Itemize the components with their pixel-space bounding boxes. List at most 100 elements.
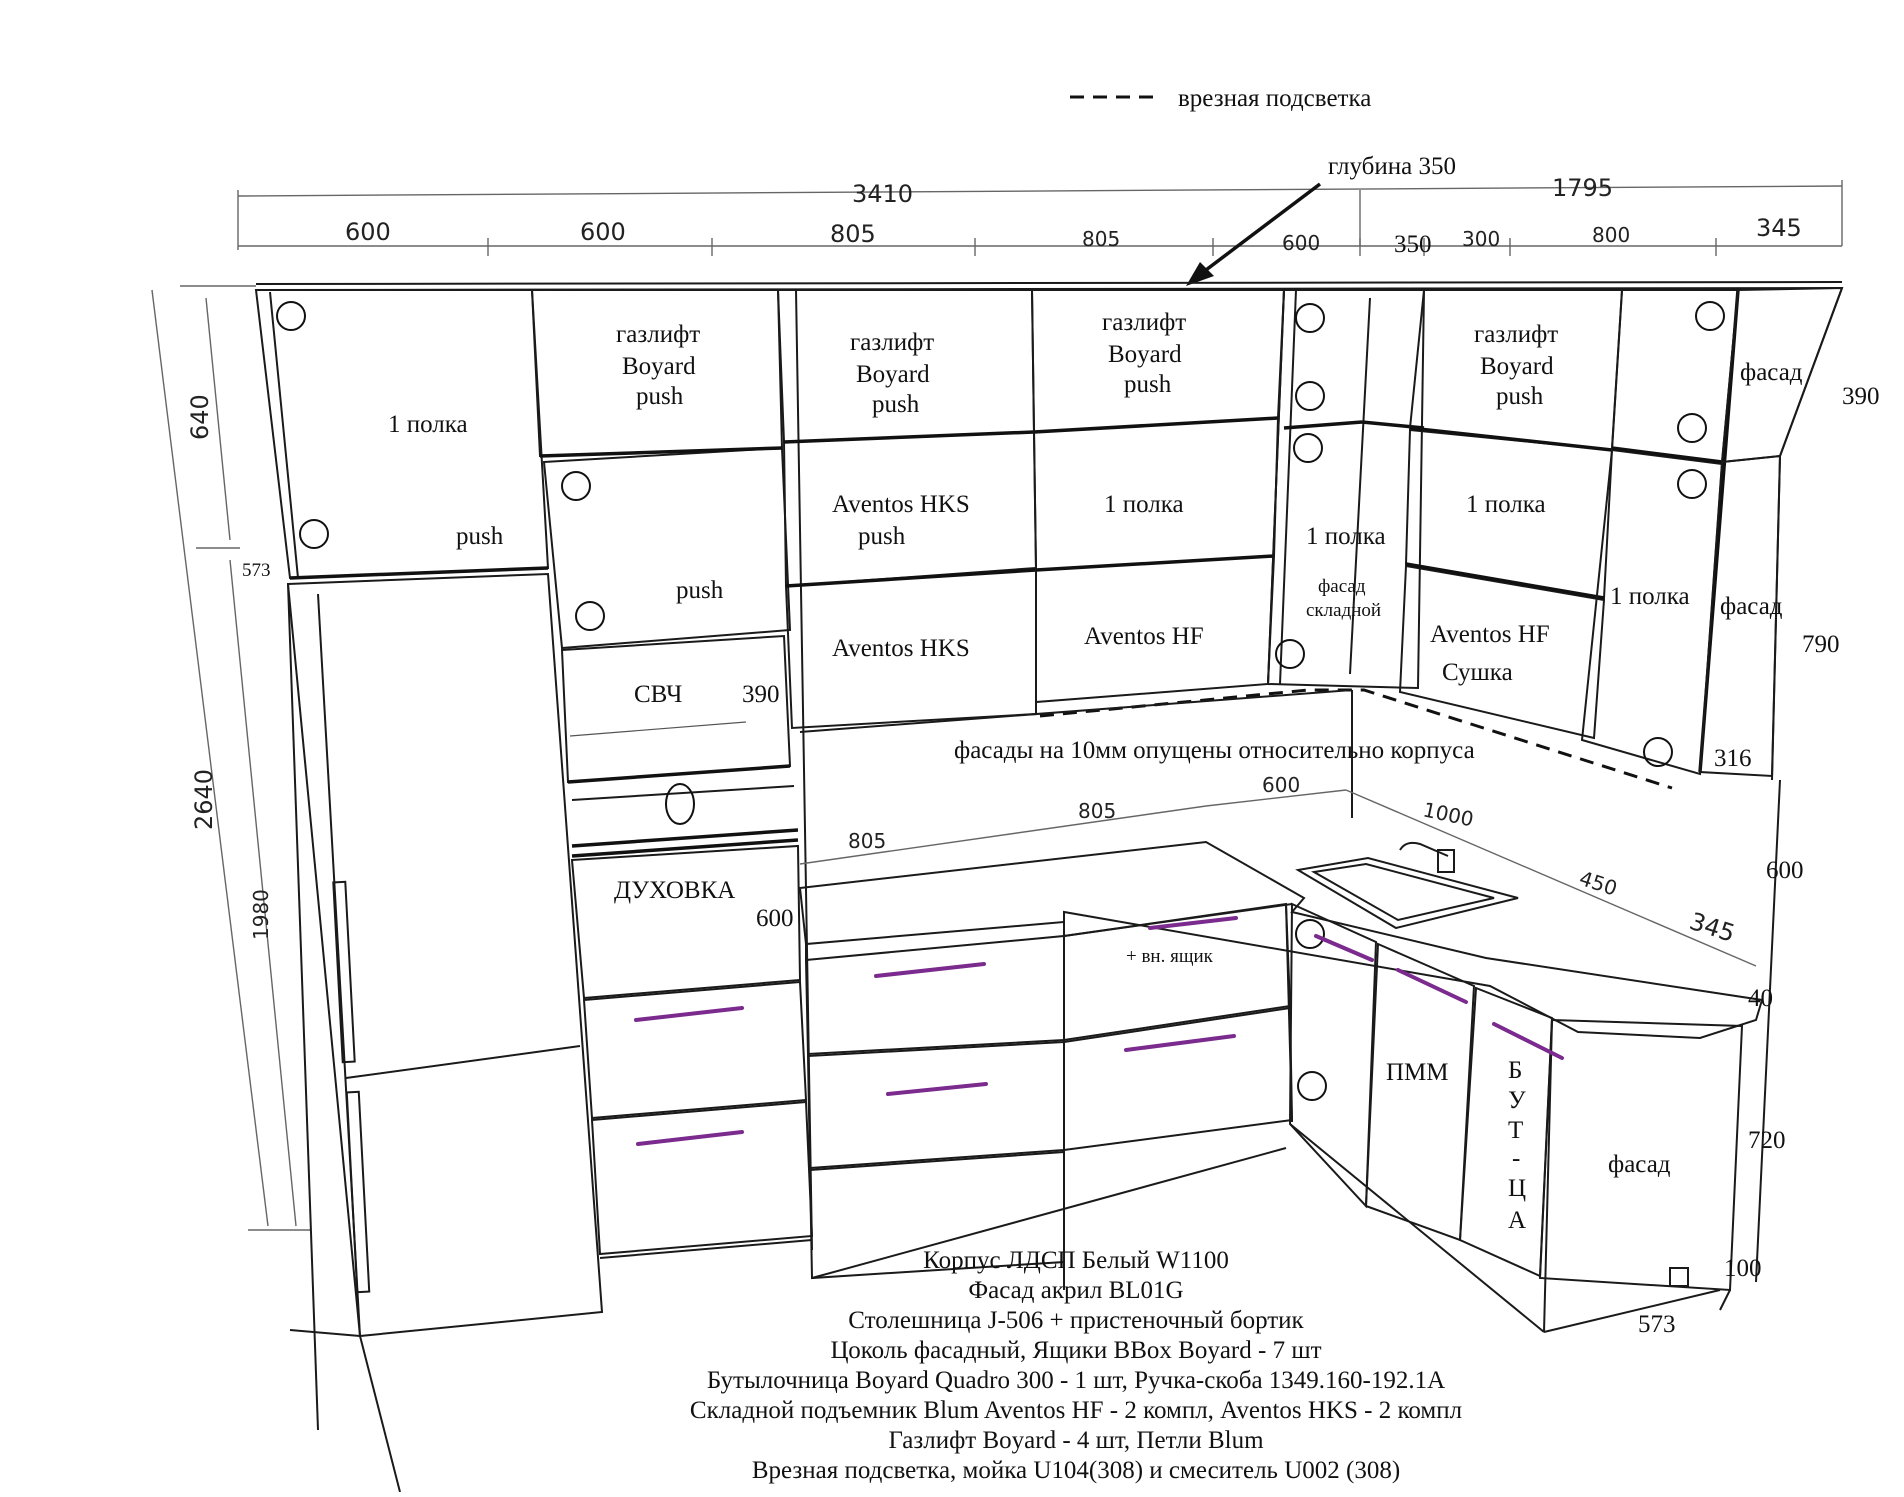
label-folding-2: складной (1306, 600, 1381, 621)
label-push: push (858, 523, 906, 550)
label-bottle-5: Ц (1508, 1175, 1526, 1202)
countertop-dimension-lines (799, 789, 1757, 967)
hinge-circle (1695, 301, 1725, 331)
hinge-circle (561, 471, 591, 501)
dim-top-4: 805 (1082, 227, 1120, 251)
label-aventos-hf: Aventos HF (1084, 623, 1204, 650)
label-aventos-hf: Aventos HF (1430, 621, 1550, 648)
dim-top-6: 350 (1394, 231, 1432, 258)
hinge-circle (1297, 1071, 1327, 1101)
label-bottle-3: Т (1508, 1117, 1523, 1144)
label-bottle-4: - (1512, 1145, 1520, 1172)
legend-label: врезная подсветка (1178, 85, 1371, 112)
appliance-column (530, 289, 814, 1259)
label-shelf: 1 полка (1466, 491, 1546, 518)
dim-height-upper: 640 (186, 394, 214, 440)
dim-total-left: 3410 (852, 180, 913, 208)
facade-offset-note: фасады на 10мм опущены относительно корп… (954, 737, 1475, 764)
wall-edges (799, 689, 1781, 1283)
drawer-handle (886, 1082, 988, 1096)
label-oven: ДУХОВКА (614, 877, 735, 904)
oven-knob (665, 783, 695, 825)
label-push: push (456, 523, 504, 550)
depth-arrow-head (1186, 262, 1214, 286)
note-line: Столешница J-506 + пристеночный бортик (848, 1307, 1304, 1334)
label-gaslift-3: push (872, 391, 920, 418)
faucet (1399, 841, 1449, 857)
depth-arrow (1196, 182, 1322, 278)
dim-height-tall: 1980 (249, 889, 273, 940)
hinge-circle (575, 601, 605, 631)
label-push: push (676, 577, 724, 604)
label-gaslift-3: push (1124, 371, 1172, 398)
dim-right-316: 316 (1714, 745, 1752, 772)
label-gaslift-3: push (1496, 383, 1544, 410)
hinge-circle (299, 519, 329, 549)
dim-right-390: 390 (1842, 383, 1880, 410)
hinge-circle (1275, 639, 1305, 669)
label-gaslift-2: Boyard (1108, 341, 1182, 368)
label-gaslift-3: push (636, 383, 684, 410)
note-line: Газлифт Boyard - 4 шт, Петли Blum (888, 1427, 1264, 1454)
label-aventos-hks: Aventos HKS (832, 635, 970, 662)
label-gaslift-1: газлифт (616, 321, 700, 348)
corner-upper-cabinet (1266, 289, 1426, 690)
dim-right-600: 600 (1766, 857, 1804, 884)
door-handle (1314, 934, 1374, 962)
depth-annotation: глубина 350 (1328, 153, 1456, 180)
label-gaslift-1: газлифт (1474, 321, 1558, 348)
dim-counter-3: 600 (1262, 773, 1300, 797)
dim-573-left: 573 (242, 560, 271, 581)
label-facade: фасад (1720, 593, 1783, 620)
dim-top-1: 600 (345, 218, 391, 246)
label-facade: фасад (1608, 1151, 1671, 1178)
hinge-circle (1643, 737, 1673, 767)
label-gaslift-2: Boyard (622, 353, 696, 380)
hinge-circle (1295, 303, 1325, 333)
note-line: Фасад акрил BL01G (968, 1277, 1183, 1304)
label-dishwasher: ПММ (1386, 1059, 1449, 1086)
label-gaslift-1: газлифт (850, 329, 934, 356)
drawer-handle (1124, 1034, 1236, 1052)
door-handle (1492, 1022, 1564, 1060)
note-line: Бутылочница Boyard Quadro 300 - 1 шт, Ру… (707, 1367, 1445, 1394)
dim-390-microwave: 390 (742, 681, 780, 708)
label-bottle-2: У (1508, 1087, 1526, 1114)
hinge-circle (276, 301, 306, 331)
dim-height-total: 2640 (190, 769, 218, 830)
dim-counter-5: 450 (1576, 866, 1620, 901)
hinge-circle (1293, 433, 1323, 463)
note-line: Корпус ЛДСП Белый W1100 (923, 1247, 1229, 1274)
dim-right-790: 790 (1802, 631, 1840, 658)
spec-notes: Корпус ЛДСП Белый W1100 Фасад акрил BL01… (690, 1247, 1462, 1484)
label-microwave: СВЧ (634, 681, 682, 708)
base-cabinets (804, 902, 1744, 1333)
dim-bottom-573: 573 (1638, 1311, 1676, 1338)
dim-total-right: 1795 (1552, 174, 1613, 202)
label-shelf: 1 полка (1610, 583, 1690, 610)
dim-top-2: 600 (580, 218, 626, 246)
label-inner-drawer: + вн. ящик (1126, 946, 1214, 967)
label-aventos-hks: Aventos HKS (832, 491, 970, 518)
note-line: Цоколь фасадный, Ящики BBox Boyard - 7 ш… (831, 1337, 1322, 1364)
dim-right-40: 40 (1748, 985, 1773, 1012)
door-handle (1396, 968, 1468, 1004)
hinge-circle (1295, 919, 1325, 949)
dim-top-9: 345 (1756, 214, 1802, 242)
label-dryer: Сушка (1442, 659, 1513, 686)
under-cabinet-light-line (1039, 688, 1673, 790)
tall-fridge-column (254, 289, 604, 1493)
left-dimension-lines (151, 285, 310, 1231)
label-facade: фасад (1740, 359, 1803, 386)
hinge-circle (1677, 413, 1707, 443)
dim-top-3: 805 (830, 220, 876, 248)
dim-right-720: 720 (1748, 1127, 1786, 1154)
label-shelf: 1 полка (1306, 523, 1386, 550)
dim-600-oven: 600 (756, 905, 794, 932)
drawer-handle (636, 1130, 744, 1146)
dim-top-5: 600 (1282, 231, 1320, 255)
note-line: Складной подъемник Blum Aventos HF - 2 к… (690, 1397, 1462, 1424)
right-upper-cabinets (1398, 286, 1844, 781)
